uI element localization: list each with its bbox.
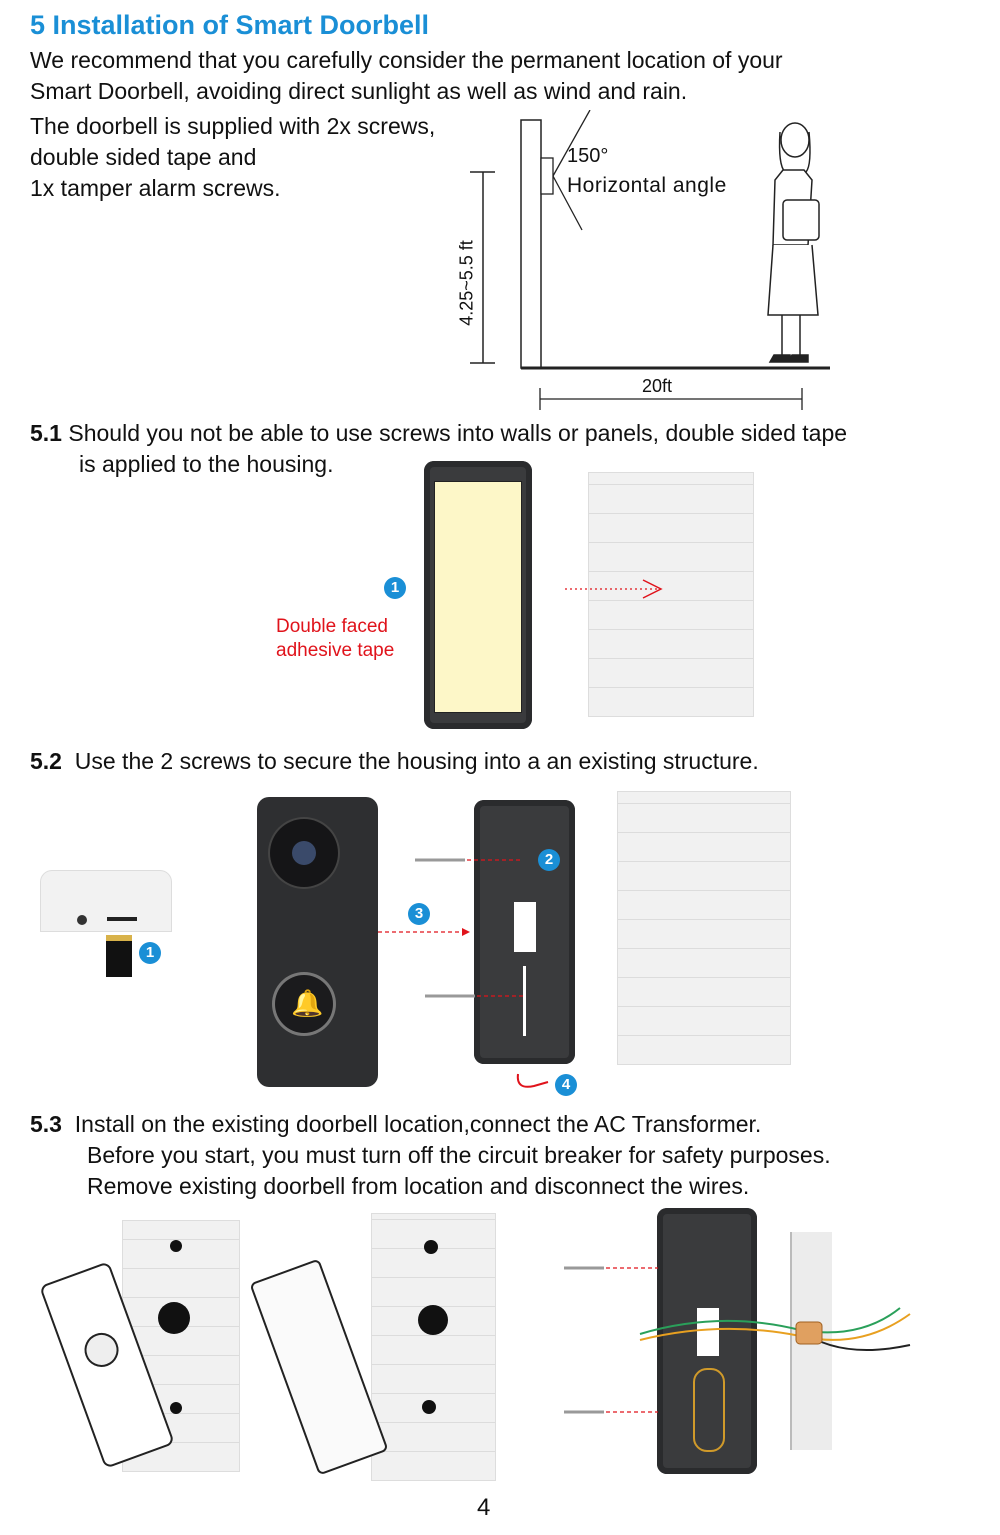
s51-line2: is applied to the housing. <box>79 451 334 477</box>
section-title: 5 Installation of Smart Doorbell <box>30 10 430 40</box>
s52-number: 5.2 <box>30 748 62 774</box>
s51-line1: Should you not be able to use screws int… <box>61 420 848 446</box>
s53-line1: Install on the existing doorbell locatio… <box>74 1111 762 1137</box>
back-plate <box>474 800 575 1064</box>
s53-text: 5.3 Install on the existing doorbell loc… <box>30 1109 761 1140</box>
brick-wall <box>588 472 754 717</box>
arrow-icon <box>378 928 470 936</box>
mount-slot <box>523 966 526 1036</box>
step-badge-1: 1 <box>384 577 406 599</box>
wires-icon <box>639 1307 911 1351</box>
bell-button-icon: 🔔 <box>275 975 333 1033</box>
supply-line-2: double sided tape and <box>30 144 257 170</box>
step-badge-4: 4 <box>555 1074 577 1096</box>
wire-opening <box>697 1308 719 1356</box>
screw-hole <box>422 1400 436 1414</box>
sd-card-icon <box>106 935 132 977</box>
back-plate-installed <box>657 1208 757 1474</box>
step-badge-2: 2 <box>538 849 560 871</box>
brick-wall <box>617 791 791 1065</box>
housing-back <box>424 461 532 729</box>
camera-lens-icon <box>270 819 338 887</box>
distance-label: 20ft <box>642 376 673 396</box>
mounting-diagram <box>470 110 830 410</box>
wire-hole <box>418 1305 448 1335</box>
s53-line2: Before you start, you must turn off the … <box>87 1142 831 1168</box>
s51-number: 5.1 <box>30 420 62 446</box>
wire-opening <box>514 902 536 952</box>
s52-text: 5.2 Use the 2 screws to secure the housi… <box>30 746 759 777</box>
person-icon <box>767 122 820 363</box>
angle-value: 150° <box>567 145 609 167</box>
screws-icon <box>415 858 523 998</box>
page-number: 4 <box>477 1494 491 1521</box>
height-label: 4.25~5.5 ft <box>456 240 477 326</box>
old-doorbell-opened <box>249 1258 389 1476</box>
doorbell-bottom-view <box>40 870 172 932</box>
highlight-ring <box>693 1368 725 1452</box>
supply-line-1: The doorbell is supplied with 2x screws, <box>30 113 436 139</box>
brick-wall <box>371 1213 496 1481</box>
doorbell-front: 🔔 <box>257 797 378 1087</box>
tape-label-2: adhesive tape <box>276 640 395 661</box>
old-bell-button-icon <box>79 1328 124 1372</box>
reset-hole-icon <box>77 915 87 925</box>
intro-line-2: Smart Doorbell, avoiding direct sunlight… <box>30 78 688 104</box>
wire-hole <box>158 1302 190 1334</box>
s51-text: 5.1 Should you not be able to use screws… <box>30 418 847 449</box>
s52-line1: Use the 2 screws to secure the housing i… <box>74 748 759 774</box>
screws-icon <box>564 1266 658 1414</box>
arrow-icon <box>565 579 663 599</box>
screw-hole <box>170 1240 182 1252</box>
screw-hole <box>424 1240 438 1254</box>
screw-hole <box>170 1402 182 1414</box>
step-badge-3: 3 <box>408 903 430 925</box>
tape-label-1: Double faced <box>276 616 388 637</box>
angle-label: Horizontal angle <box>567 174 727 197</box>
s53-number: 5.3 <box>30 1111 62 1137</box>
step-badge-1: 1 <box>139 942 161 964</box>
intro-line-1: We recommend that you carefully consider… <box>30 47 783 73</box>
supply-line-3: 1x tamper alarm screws. <box>30 175 281 201</box>
rotate-arrow-icon <box>516 1073 549 1088</box>
s53-line3: Remove existing doorbell from location a… <box>87 1173 750 1199</box>
sd-slot-icon <box>107 917 137 921</box>
adhesive-tape <box>434 481 522 713</box>
